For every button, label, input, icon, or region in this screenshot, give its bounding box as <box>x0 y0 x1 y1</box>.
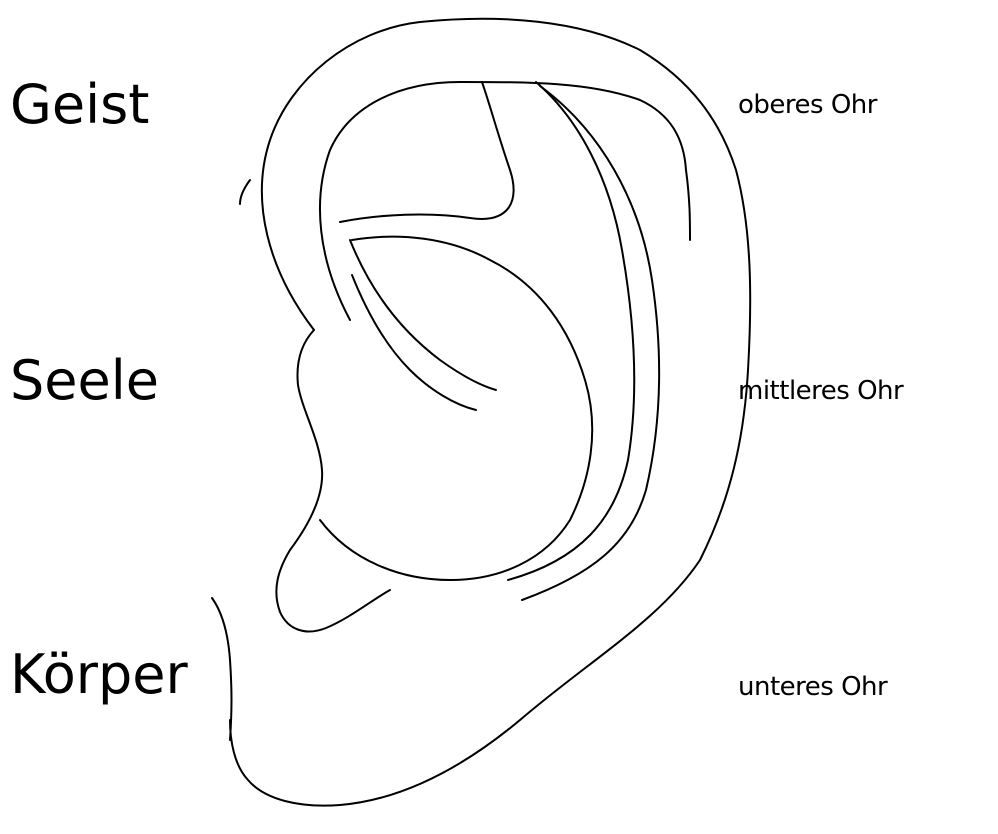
fossa-loop-path <box>340 82 514 222</box>
tragus-path <box>276 330 390 631</box>
crus-tick-path <box>240 180 250 204</box>
outer-helix-path <box>230 19 750 806</box>
label-geist: Geist <box>10 78 149 132</box>
label-koerper: Körper <box>10 648 188 702</box>
label-unteres-ohr: unteres Ohr <box>738 674 887 700</box>
antihelix-inner-path <box>350 240 496 390</box>
label-mittleres-ohr: mittleres Ohr <box>738 378 903 404</box>
earlobe-edge-path <box>212 598 232 740</box>
inner-helix-path <box>320 82 690 320</box>
label-oberes-ohr: oberes Ohr <box>738 92 877 118</box>
antihelix-crus-path <box>320 237 592 580</box>
concha-stroke-path <box>352 275 476 410</box>
helix-line-2-path <box>522 86 659 600</box>
helix-line-1-path <box>508 82 634 580</box>
label-seele: Seele <box>10 354 159 408</box>
